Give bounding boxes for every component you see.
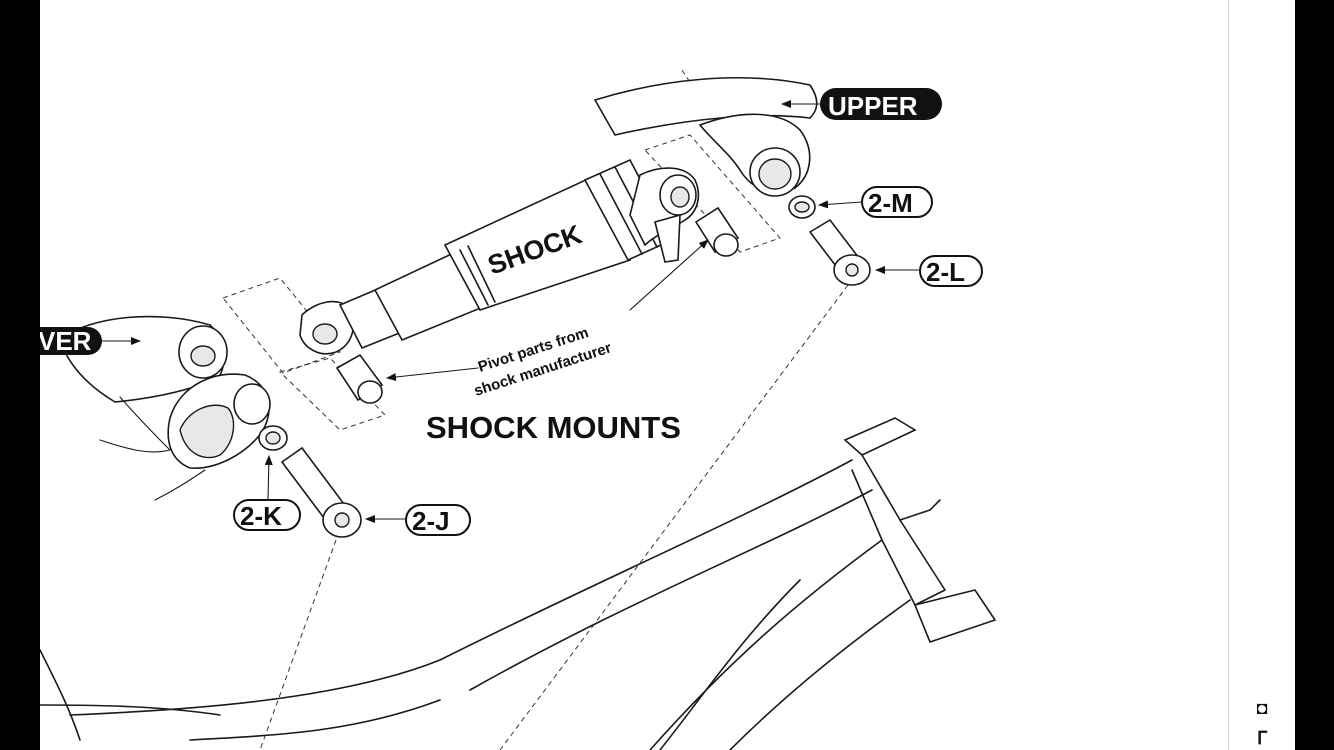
upper-link [593,76,818,197]
shock-mount-diagram: SHOCK MOUNTS SHOCK Pivot parts from shoc… [40,69,997,750]
manual-page: SHOCK MOUNTS SHOCK Pivot parts from shoc… [40,0,1228,750]
svg-text:2-L: 2-L [926,257,965,287]
callout-2k: 2-K [233,455,301,531]
callout-upper: UPPER [781,88,942,121]
diagram-title: SHOCK MOUNTS [426,410,681,445]
svg-text:2-J: 2-J [412,506,450,536]
svg-text:VER: VER [40,326,92,356]
callout-2j: 2-J [365,504,471,536]
rear-shock [299,158,700,355]
callout-2m: 2-M [818,186,933,218]
svg-text:2-M: 2-M [868,188,913,218]
right-panel: ◘ ᒥ [1228,0,1295,750]
bolt-2j [280,446,362,538]
panel-corner-icon: ᒥ [1256,728,1268,748]
panel-icon[interactable]: ◘ [1256,698,1268,718]
callout-2l: 2-L [875,255,983,287]
svg-text:UPPER: UPPER [828,91,918,121]
bike-frame [40,417,997,750]
callout-lower: VER [40,326,141,356]
svg-text:2-K: 2-K [240,501,282,531]
bolt-2l [808,218,871,286]
